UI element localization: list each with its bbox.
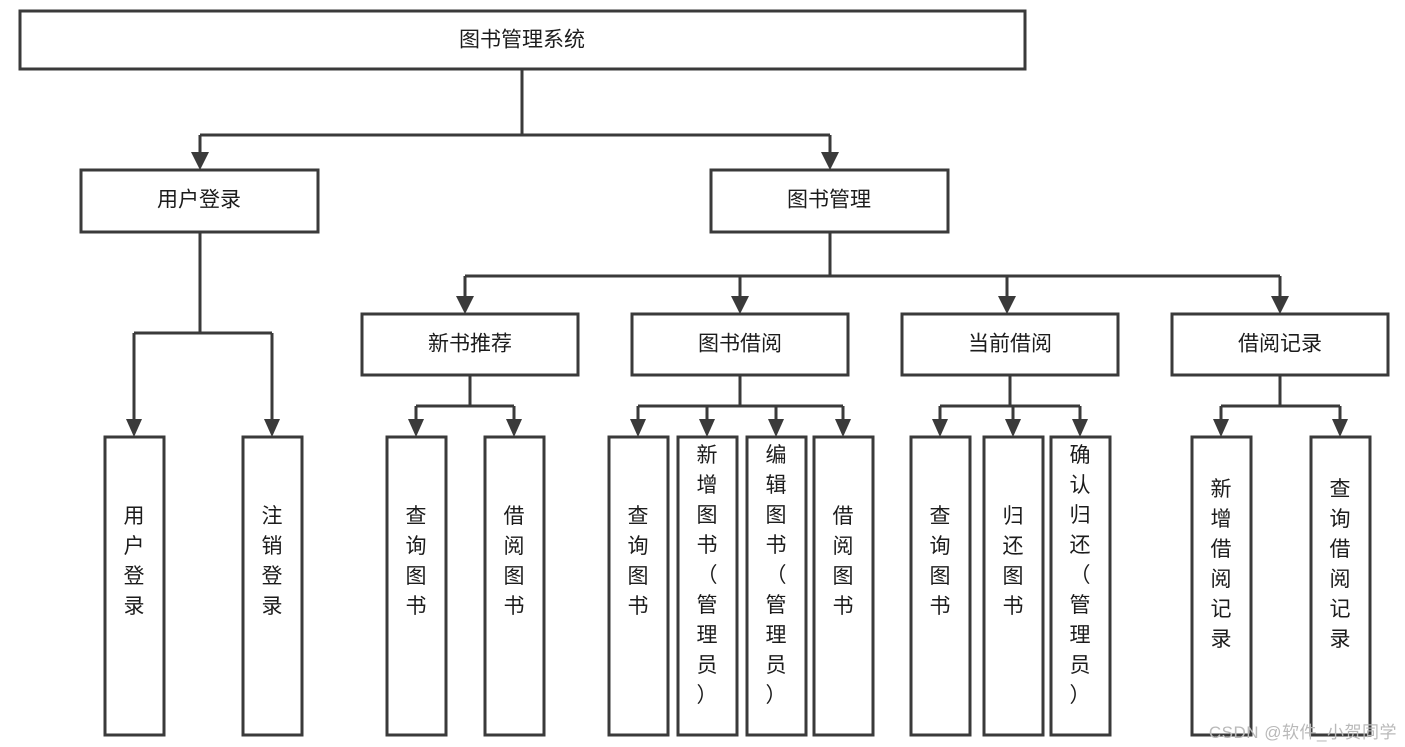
arrowhead-book-mgmt-to-records — [1271, 296, 1289, 314]
leaf-node-add-book-admin[interactable]: 新增图书（管理员） — [676, 435, 739, 737]
leaf-node-user-login-label: 用户登录 — [124, 505, 145, 618]
leaf-node-query-book-newbook-label: 查询图书 — [406, 505, 427, 618]
leaf-node-confirm-return-admin[interactable]: 确认归还（管理员） — [1049, 435, 1112, 737]
node-new-book-recommend-label: 新书推荐 — [428, 333, 512, 356]
leaf-node-query-book-current-label: 查询图书 — [930, 505, 951, 618]
leaf-node-add-borrow-record-box[interactable] — [1190, 435, 1253, 737]
node-user-login-box[interactable] — [79, 168, 320, 234]
leaf-node-query-book-borrow-label: 查询图书 — [628, 505, 649, 618]
node-book-borrow-label: 图书借阅 — [698, 333, 782, 356]
leaf-node-borrow-book-newbook-label: 借阅图书 — [504, 505, 525, 618]
node-book-borrow[interactable]: 图书借阅 — [630, 312, 850, 377]
leaf-node-edit-book-admin-box[interactable] — [745, 435, 808, 737]
node-borrow-records[interactable]: 借阅记录 — [1170, 312, 1390, 377]
arrowhead-newbook-leaf2 — [506, 419, 522, 437]
arrowhead-current-leaf1 — [932, 419, 948, 437]
node-current-borrow-label: 当前借阅 — [968, 333, 1052, 356]
leaf-node-logout-box[interactable] — [241, 435, 304, 737]
leaf-node-query-borrow-record-box[interactable] — [1309, 435, 1372, 737]
leaf-node-return-book[interactable]: 归还图书 — [982, 435, 1045, 737]
arrowhead-borrow-leaf3 — [768, 419, 784, 437]
arrowhead-root-to-user-login — [191, 152, 209, 170]
leaf-node-query-book-borrow-box[interactable] — [607, 435, 670, 737]
node-root-book-management-system[interactable]: 图书管理系统 — [18, 9, 1027, 71]
leaf-node-add-book-admin-label: 新增图书（管理员） — [697, 444, 718, 707]
leaf-node-add-borrow-record[interactable]: 新增借阅记录 — [1190, 435, 1253, 737]
csdn-watermark: CSDN @软件_小贺同学 — [1208, 723, 1397, 742]
leaf-node-query-book-current[interactable]: 查询图书 — [909, 435, 972, 737]
leaf-node-query-book-current-box[interactable] — [909, 435, 972, 737]
node-book-borrow-box[interactable] — [630, 312, 850, 377]
leaf-node-confirm-return-admin-label: 确认归还（管理员） — [1070, 444, 1091, 707]
leaf-node-query-book-borrow[interactable]: 查询图书 — [607, 435, 670, 737]
node-user-login-label: 用户登录 — [157, 189, 241, 212]
node-root-box[interactable] — [18, 9, 1027, 71]
leaf-node-user-login[interactable]: 用户登录 — [103, 435, 166, 737]
leaf-node-confirm-return-admin-box[interactable] — [1049, 435, 1112, 737]
node-user-login[interactable]: 用户登录 — [79, 168, 320, 234]
arrowhead-user-login-leaf1 — [126, 419, 142, 437]
node-root-label: 图书管理系统 — [459, 29, 585, 52]
leaf-node-edit-book-admin-label: 编辑图书（管理员） — [766, 444, 787, 707]
node-book-management[interactable]: 图书管理 — [709, 168, 950, 234]
arrowhead-borrow-leaf2 — [699, 419, 715, 437]
node-borrow-records-label: 借阅记录 — [1238, 333, 1322, 356]
arrowhead-current-leaf3 — [1072, 419, 1088, 437]
node-current-borrow[interactable]: 当前借阅 — [900, 312, 1120, 377]
leaf-node-query-book-newbook[interactable]: 查询图书 — [385, 435, 448, 737]
node-borrow-records-box[interactable] — [1170, 312, 1390, 377]
leaf-node-logout-label: 注销登录 — [262, 505, 283, 618]
arrowhead-book-mgmt-to-current — [998, 296, 1016, 314]
leaf-node-add-borrow-record-label: 新增借阅记录 — [1211, 478, 1232, 651]
leaf-node-edit-book-admin[interactable]: 编辑图书（管理员） — [745, 435, 808, 737]
arrowhead-borrow-leaf4 — [835, 419, 851, 437]
node-current-borrow-box[interactable] — [900, 312, 1120, 377]
arrowhead-records-leaf1 — [1213, 419, 1229, 437]
leaf-node-return-book-box[interactable] — [982, 435, 1045, 737]
leaf-node-borrow-book-newbook-box[interactable] — [483, 435, 546, 737]
node-new-book-recommend-box[interactable] — [360, 312, 580, 377]
connector-layer — [126, 69, 1348, 437]
arrowhead-records-leaf2 — [1332, 419, 1348, 437]
leaf-node-return-book-label: 归还图书 — [1003, 505, 1024, 618]
arrowhead-user-login-leaf2 — [264, 419, 280, 437]
leaf-node-user-login-box[interactable] — [103, 435, 166, 737]
arrowhead-current-leaf2 — [1005, 419, 1021, 437]
arrowhead-book-mgmt-to-newbook — [456, 296, 474, 314]
arrowhead-book-mgmt-to-borrow — [731, 296, 749, 314]
arrowhead-newbook-leaf1 — [408, 419, 424, 437]
leaf-node-query-borrow-record[interactable]: 查询借阅记录 — [1309, 435, 1372, 737]
leaf-node-query-borrow-record-label: 查询借阅记录 — [1330, 478, 1351, 651]
leaf-node-borrow-book-newbook[interactable]: 借阅图书 — [483, 435, 546, 737]
leaf-node-logout[interactable]: 注销登录 — [241, 435, 304, 737]
node-new-book-recommend[interactable]: 新书推荐 — [360, 312, 580, 377]
arrowhead-root-to-book-mgmt — [821, 152, 839, 170]
arrowhead-borrow-leaf1 — [630, 419, 646, 437]
leaf-node-query-book-newbook-box[interactable] — [385, 435, 448, 737]
node-book-management-label: 图书管理 — [787, 189, 871, 212]
leaf-node-add-book-admin-box[interactable] — [676, 435, 739, 737]
leaf-node-borrow-book[interactable]: 借阅图书 — [812, 435, 875, 737]
leaf-node-borrow-book-label: 借阅图书 — [833, 505, 854, 618]
node-book-management-box[interactable] — [709, 168, 950, 234]
leaf-nodes-layer: 用户登录 注销登录 查询图书 借阅图书 查询图书 新增图书（管理员） 编辑图书（… — [103, 435, 1372, 737]
leaf-node-borrow-book-box[interactable] — [812, 435, 875, 737]
